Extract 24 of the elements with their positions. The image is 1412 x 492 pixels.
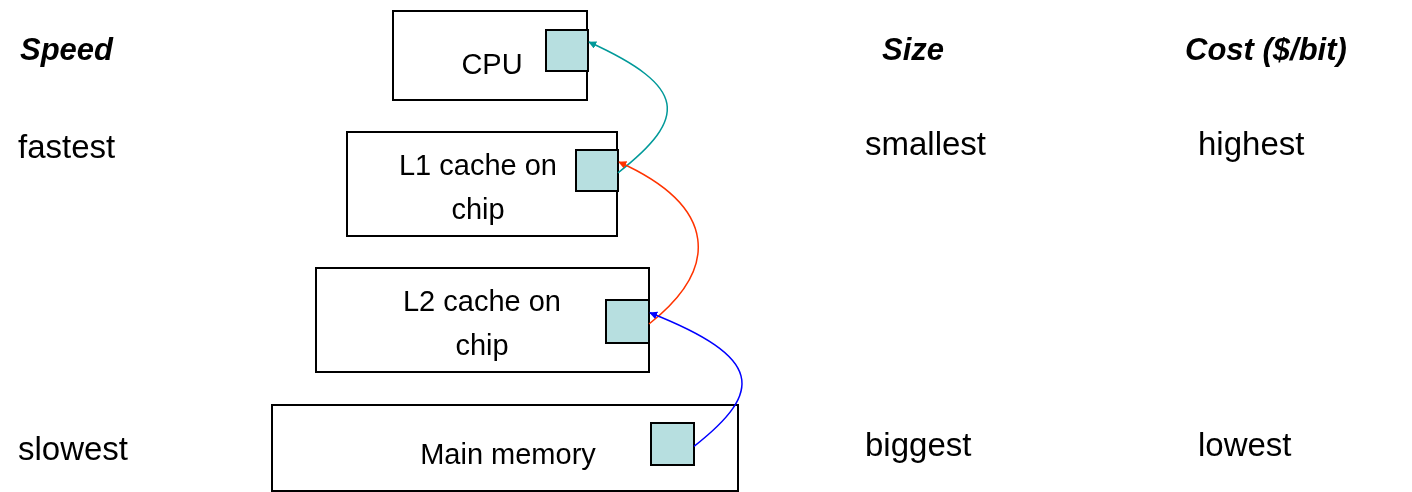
scale-label: smallest bbox=[865, 124, 987, 164]
memory-level-box bbox=[392, 10, 588, 101]
column-header: Cost ($/bit) bbox=[1185, 31, 1347, 69]
box-label: L2 cache on chip bbox=[402, 284, 562, 363]
arrow bbox=[618, 161, 699, 325]
arrow bbox=[649, 311, 743, 448]
scale-label: highest bbox=[1198, 124, 1305, 164]
arrow bbox=[588, 41, 668, 174]
scale-label: fastest bbox=[18, 127, 116, 167]
memory-level-box bbox=[346, 131, 618, 237]
square bbox=[545, 29, 589, 72]
scale-label: slowest bbox=[18, 429, 129, 469]
square bbox=[575, 149, 619, 192]
column-header: Size bbox=[882, 31, 945, 69]
memory-level-box bbox=[315, 267, 650, 373]
box-label: Main memory bbox=[419, 437, 597, 472]
box-label: L1 cache on chip bbox=[398, 148, 558, 227]
square bbox=[605, 299, 650, 344]
column-header: Speed bbox=[20, 31, 114, 69]
scale-label: biggest bbox=[865, 425, 972, 465]
scale-label: lowest bbox=[1198, 425, 1292, 465]
square bbox=[650, 422, 695, 466]
box-label: CPU bbox=[460, 47, 524, 82]
memory-level-box bbox=[271, 404, 739, 492]
